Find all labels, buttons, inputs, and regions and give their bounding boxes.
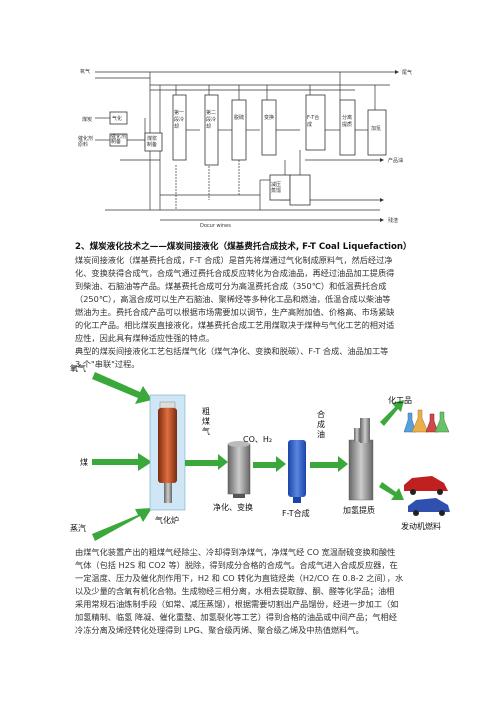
process-diagram-2-graphics — [92, 372, 450, 541]
coal-input-label: 煤 — [80, 458, 88, 467]
oxygen-label: 氧气 — [80, 69, 91, 75]
box-5-label: F-T合成 — [307, 115, 320, 128]
gasifier-label: 气化炉 — [155, 516, 179, 525]
paragraph-line: 的化工产品。相比煤炭直接液化，煤基费托合成工艺用煤取决于煤种与气化工艺的相对适 — [75, 320, 395, 330]
paragraph-line: 典型的煤炭间接液化工艺包括煤气化（煤气净化、变换和脱碳）、F-T 合成、油品加工… — [75, 346, 389, 356]
paragraph-line: 由煤气化装置产出的粗煤气经除尘、冷却得到净煤气，净煤气经 CO 宽温耐硫变换和酸… — [75, 547, 396, 557]
engine-fuel-label: 发动机燃料 — [401, 522, 441, 531]
paragraph-line: 到柴油、石脑油等产品。煤基费托合成可分为高温费托合成（350℃）和低温费托合成 — [75, 281, 387, 291]
paragraph-line: （250℃），高温合成可以生产石脑油、聚稀烃等多种化工品和燃油，低温合成以柴油等 — [75, 294, 391, 304]
diagram-footnote: Docur wines — [200, 223, 231, 229]
paragraph-line: 煤炭间接液化（煤基费托合成，F-T 合成）是首先将煤通过气化制成原料气，然后经过… — [75, 255, 393, 265]
bottom-paragraph: 由煤气化装置产出的粗煤气经除尘、冷却得到净煤气，净煤气经 CO 宽温耐硫变换和酸… — [75, 546, 435, 637]
paragraph-line: 3 个"串联"过程。 — [75, 359, 140, 369]
paragraph-line: 燃油为主。费托合成产品可以根据市场需要加以调节，生产高附加值、价格高、市场紧缺 — [75, 307, 395, 317]
box-3-label: 脱硫 — [234, 115, 245, 121]
box-1-label: 第一 段冷却 — [174, 110, 185, 130]
box-8-label: 加氢 — [371, 126, 382, 132]
paragraph-line: 采用常规石油炼制手段（如常、减压蒸馏），根据需要切割出产品馏份，经进一步加工（如 — [75, 599, 399, 609]
tail-gas-label: 尾气 — [402, 70, 413, 76]
chemicals-label: 化工品 — [388, 396, 412, 405]
process-diagram-lines — [95, 70, 399, 222]
catalyst-prep-label: 催化剂 制备 — [111, 134, 127, 145]
box-4-label: 变换 — [264, 115, 275, 121]
steam-input-label: 蒸汽 — [70, 524, 86, 533]
gasifier-box-label: 气化 — [112, 116, 123, 122]
product-oil-label: 产品油 — [388, 158, 404, 164]
paragraph-line: 冷冻分离及烯烃转化处理得到 LPG、聚合级丙烯、聚合级乙烯及中热值燃料气。 — [75, 625, 364, 635]
oxygen-input-label: 氧气 — [70, 364, 86, 373]
ft-synthesis-label: F-T合成 — [282, 509, 310, 518]
hydrotreating-label: 加氢提质 — [343, 506, 375, 515]
residue-label: 残渣 — [388, 218, 399, 224]
catalyst-label: 催化剂 原料 — [78, 136, 94, 148]
box-6-label: 分离 提质 — [342, 115, 353, 128]
box-2-label: 第二 段冷却 — [206, 110, 217, 130]
paragraph-line: 以及少量的含氧有机化合物。生成物经三相分离，水相去提取醇、酮、醛等化学品；油相 — [75, 586, 395, 596]
box-7-label: 减压 蒸馏 — [271, 182, 282, 194]
crude-gas-label: 粗煤气 — [202, 407, 210, 436]
co-h2-label: CO、H₂ — [243, 435, 273, 444]
paragraph-line: 化、变换获得合成气，合成气通过费托合成反应转化为合成油品，再经过油品加工提质得 — [75, 268, 395, 278]
paragraph-line: 气体（包括 H2S 和 CO2 等）脱除，得到成分合格的合成气。合成气进入合成反… — [75, 560, 398, 570]
paragraph-line: 加氢精制、临氢 降凝、催化重整、加氢裂化等工艺）得到合格的油品或中间产品；气相经 — [75, 612, 397, 622]
section-heading: 2、煤炭液化技术之——煤炭间接液化（煤基费托合成技术, F-T Coal Liq… — [75, 242, 412, 252]
section-text: 2、煤炭液化技术之——煤炭间接液化（煤基费托合成技术, F-T Coal Liq… — [75, 241, 430, 371]
slurry-prep-label: 煤浆 制备 — [147, 136, 158, 148]
synthetic-oil-label: 合成油 — [317, 410, 325, 439]
paragraph-line: 一定温度、压力及催化剂作用下，H2 和 CO 转化为直链烃类（H2/CO 在 0… — [75, 573, 404, 583]
paragraph-line: 应性，因此具有煤种适应性强的特点。 — [75, 333, 215, 343]
purification-label: 净化、变换 — [213, 503, 253, 512]
coal-label: 煤炭 — [82, 117, 93, 123]
